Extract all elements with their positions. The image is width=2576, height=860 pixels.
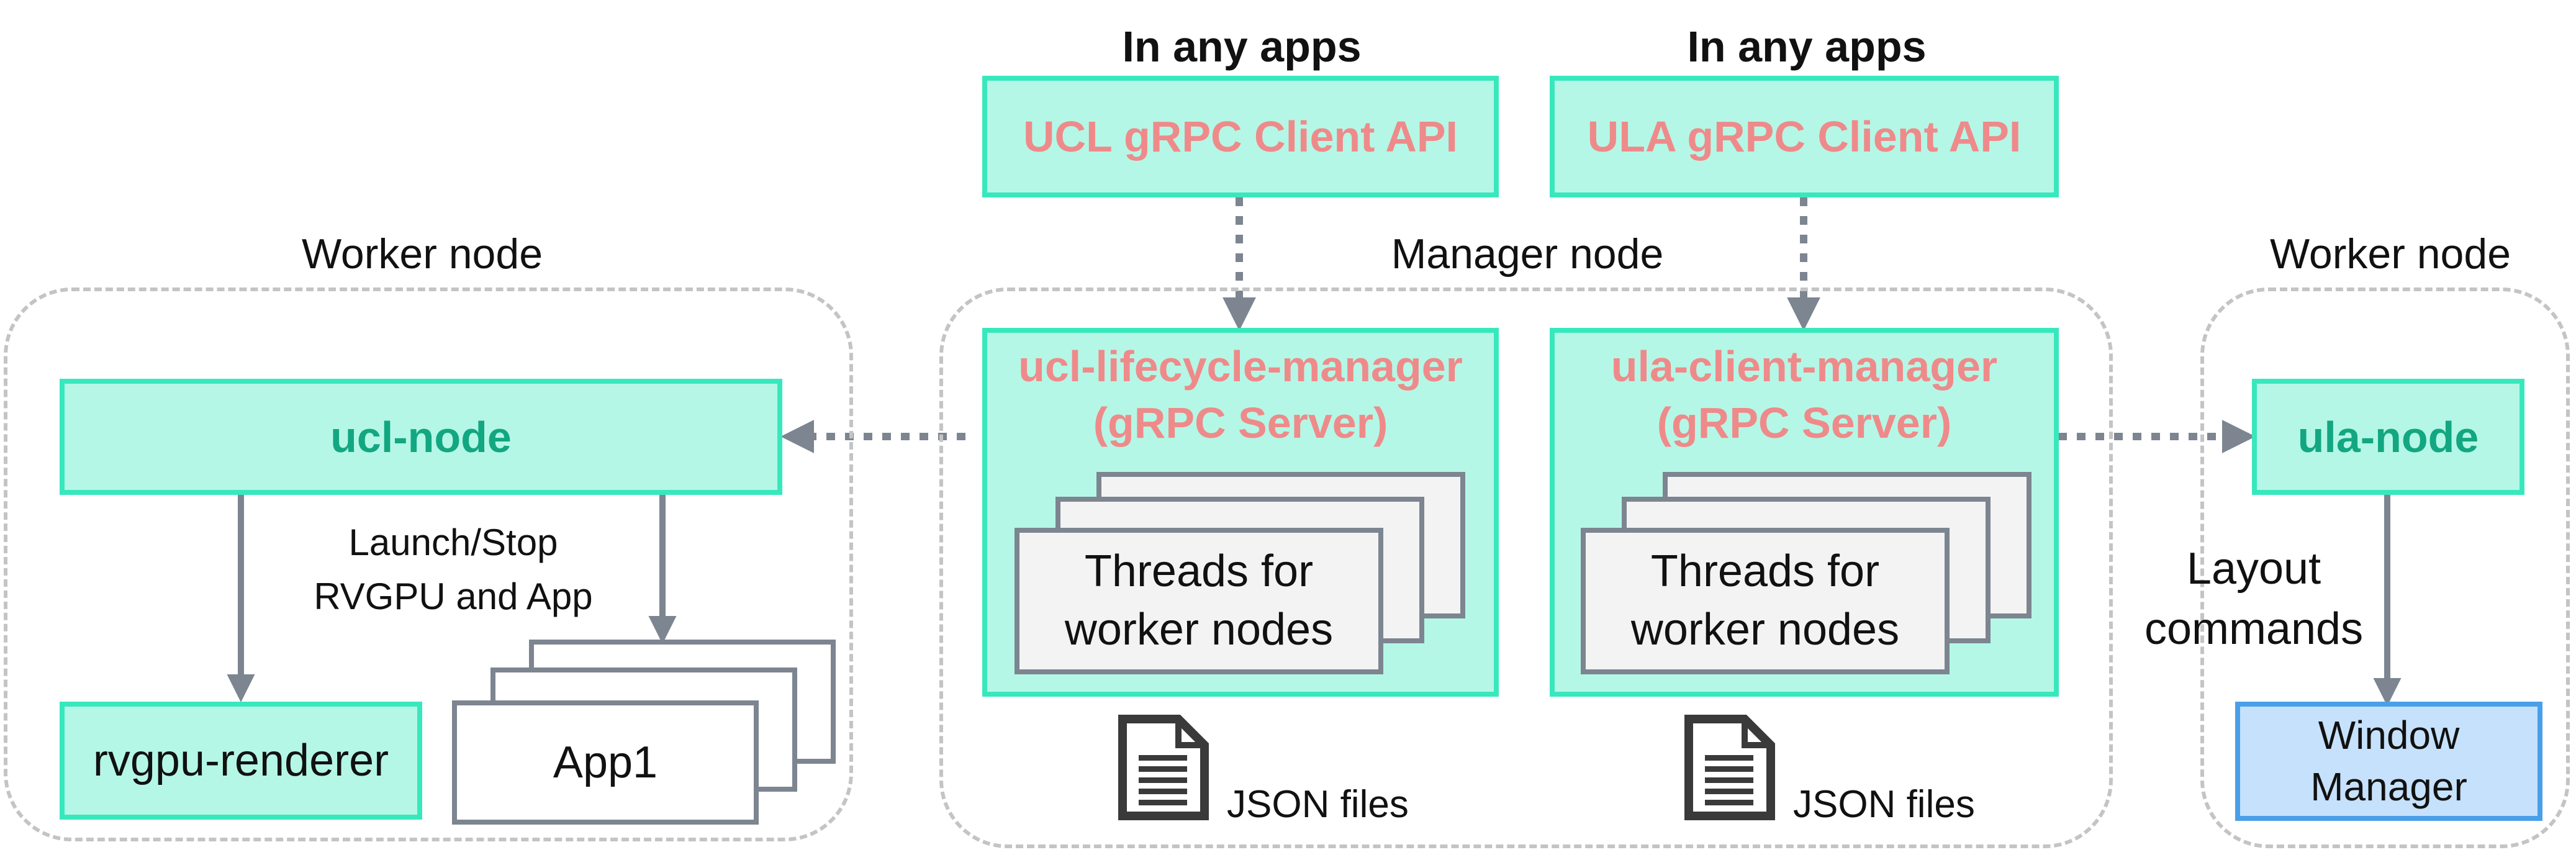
ula-threads-for-worker-nodes-card: Threads for worker nodes (1581, 528, 1950, 674)
ula-client-manager-label: ula-client-manager (gRPC Server) (1550, 338, 2059, 451)
ula-apps-header: In any apps (1687, 22, 1927, 71)
ucl-json-files-label: JSON files (1227, 783, 1409, 826)
layout-commands-annotation: Layout commands (2117, 539, 2390, 659)
app1-card: App1 (452, 700, 759, 825)
ucl-threads-for-worker-nodes-card: Threads for worker nodes (1015, 528, 1383, 674)
ucl-threads-line1: Threads for (1084, 546, 1314, 597)
ula-grpc-client-api-box: ULA gRPC Client API (1550, 76, 2059, 197)
ucl-grpc-client-api-label: UCL gRPC Client API (1023, 112, 1458, 161)
worker-node-left-group (4, 287, 853, 841)
layout-commands-line2: commands (2144, 604, 2364, 654)
ula-grpc-client-api-label: ULA gRPC Client API (1587, 112, 2022, 161)
ula-client-manager-line2: (gRPC Server) (1656, 399, 1952, 447)
launch-stop-annotation: Launch/Stop RVGPU and App (286, 515, 621, 623)
launch-stop-line1: Launch/Stop (348, 522, 558, 563)
ucl-apps-header: In any apps (1122, 22, 1362, 71)
app1-label: App1 (553, 738, 658, 787)
ula-json-files-label: JSON files (1793, 783, 1975, 826)
document-icon (1118, 715, 1209, 820)
manager-node-label: Manager node (1391, 230, 1664, 278)
ula-threads-line2: worker nodes (1630, 605, 1900, 654)
worker-node-left-label: Worker node (301, 230, 543, 278)
ucl-grpc-client-api-box: UCL gRPC Client API (982, 76, 1499, 197)
worker-node-right-label: Worker node (2269, 230, 2511, 278)
window-manager-line1: Window (2318, 712, 2460, 758)
worker-node-right-group (2200, 287, 2570, 848)
window-manager-line2: Manager (2310, 764, 2467, 809)
ucl-lifecycle-manager-line2: (gRPC Server) (1093, 399, 1388, 447)
ula-client-manager-line1: ula-client-manager (1611, 342, 1998, 391)
manager-node-group (939, 287, 2113, 848)
rvgpu-renderer-label: rvgpu-renderer (93, 736, 389, 785)
ucl-node-label: ucl-node (330, 412, 512, 461)
rvgpu-renderer-box: rvgpu-renderer (60, 702, 422, 820)
ula-threads-line1: Threads for (1650, 546, 1880, 597)
layout-commands-line1: Layout (2186, 544, 2321, 594)
ucl-lifecycle-manager-label: ucl-lifecycle-manager (gRPC Server) (982, 338, 1499, 451)
ucl-node-box: ucl-node (60, 379, 782, 495)
ula-node-box: ula-node (2252, 379, 2524, 495)
ula-node-label: ula-node (2297, 412, 2479, 461)
launch-stop-line2: RVGPU and App (314, 576, 593, 617)
ucl-threads-line2: worker nodes (1064, 605, 1334, 654)
window-manager-box: Window Manager (2235, 702, 2542, 821)
document-icon (1684, 715, 1775, 820)
ucl-lifecycle-manager-line1: ucl-lifecycle-manager (1018, 342, 1463, 391)
